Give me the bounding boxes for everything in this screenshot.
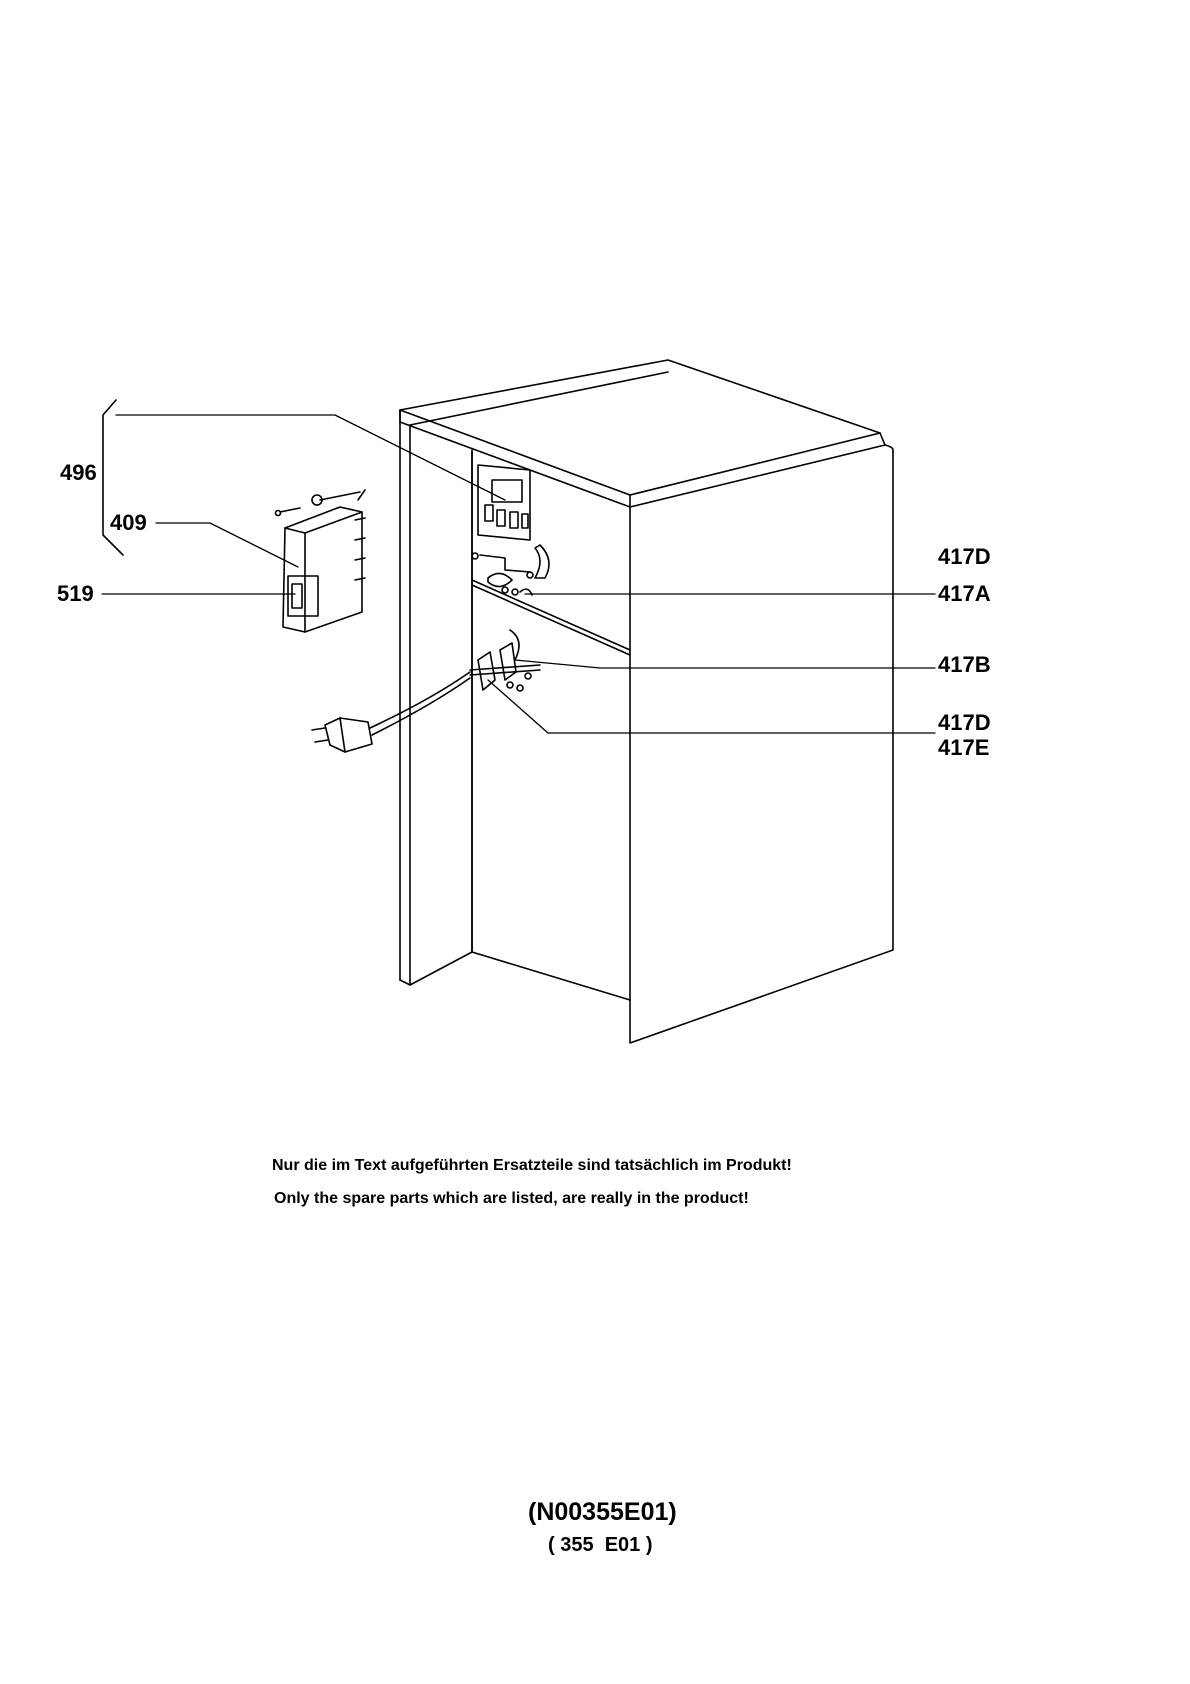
part-label-409: 409 [110,510,147,535]
part-label-417a: 417A [938,581,991,606]
part-label-417d-bottom: 417D [938,710,991,735]
group-bracket-496 [102,399,124,556]
drawing-code-short: ( 355 E01 ) [548,1534,653,1556]
mains-cable-assembly [311,629,541,753]
control-box [274,489,366,633]
part-label-417b: 417B [938,652,991,677]
note-english: Only the spare parts which are listed, a… [274,1190,749,1207]
part-label-417d-top: 417D [938,544,991,569]
terminal-bracket [471,464,550,596]
part-label-519: 519 [57,581,94,606]
part-label-417e: 417E [938,735,990,760]
note-german: Nur die im Text aufgeführten Ersatzteile… [272,1157,792,1174]
drawing-code: (N00355E01) [528,1498,677,1526]
leader-lines [101,414,936,734]
part-label-496: 496 [60,460,97,485]
cabinet-housing [399,359,894,1044]
